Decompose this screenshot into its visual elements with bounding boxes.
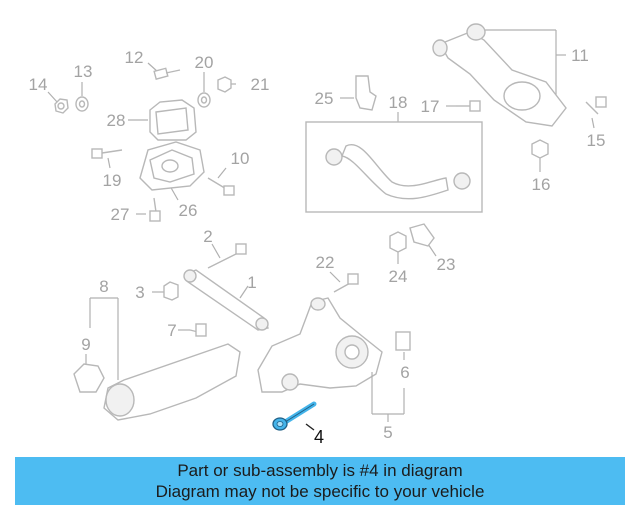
info-banner: Part or sub-assembly is #4 in diagram Di… [15,457,625,505]
part-7-bolt [178,323,207,337]
part-18-box [305,112,483,213]
callout-15: 15 [587,131,606,150]
callout-16: 16 [532,175,551,194]
part-20-washer [197,72,211,108]
callout-22: 22 [316,253,335,272]
callout-26: 26 [179,201,198,220]
part-17-bolt [446,100,481,112]
callout-18: 18 [389,93,408,112]
callout-4: 4 [314,427,324,447]
callout-20: 20 [195,53,214,72]
callout-21: 21 [251,75,270,94]
part-3-nut [152,281,179,301]
callout-13: 13 [74,62,93,81]
part-23-bracket [409,223,437,257]
callout-8: 8 [99,277,108,296]
callout-7: 7 [167,321,176,340]
callout-6: 6 [400,363,409,382]
callout-1: 1 [247,273,256,292]
callout-9: 9 [81,335,90,354]
callout-27: 27 [111,205,130,224]
part-16-nut [531,139,549,172]
part-2-bolt [207,243,247,269]
callout-23: 23 [437,255,456,274]
callout-28: 28 [107,111,126,130]
part-10-bolt [207,167,235,196]
part-12-bolt [147,62,181,81]
callout-14: 14 [29,75,48,94]
callout-2: 2 [203,227,212,246]
callout-10: 10 [231,149,250,168]
part-13-washer [75,82,89,112]
knuckle [257,297,383,393]
part-22-bolt [329,271,359,293]
banner-line-1: Part or sub-assembly is #4 in diagram [177,461,463,480]
part-28-mount [128,99,197,141]
part-26-mount [139,141,205,201]
part-14-nut [47,91,69,114]
part-15-bolt [585,96,607,129]
trailing-arm [103,343,241,421]
callout-11: 11 [571,46,589,65]
part-6-bushing [395,331,411,360]
part-1-link [183,269,269,331]
part-19-bolt [91,148,123,169]
part-25-bracket [340,75,377,111]
callout-12: 12 [125,48,144,67]
part-9-bushing [73,354,105,393]
banner-line-2: Diagram may not be specific to your vehi… [155,482,485,501]
part-5-bracket-lead [371,372,405,422]
callout-3: 3 [135,283,144,302]
callout-24: 24 [389,267,408,286]
part-21-nut [217,76,236,93]
callout-17: 17 [421,97,440,116]
callout-5: 5 [383,423,392,442]
callout-25: 25 [315,89,334,108]
callout-19: 19 [103,171,122,190]
part-27-bolt [136,197,161,222]
part-11-arm [432,23,567,127]
part-8-assembly [89,297,119,380]
part-4-bolt-highlight[interactable] [272,401,317,431]
part-24-nut [389,231,407,264]
